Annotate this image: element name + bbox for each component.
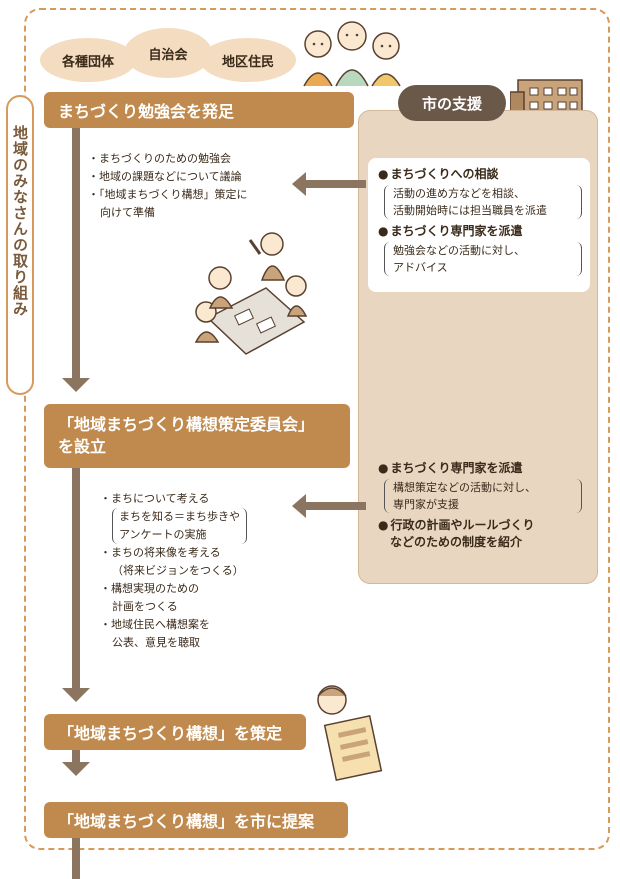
bubble-groups-label: 各種団体 (61, 54, 114, 70)
residents-efforts-label: 地域のみなさんの取り組み (6, 95, 34, 395)
support-heading: まちづくり専門家を派遣 (378, 223, 582, 240)
support-detail-line: 活動開始時には担当職員を派遣 (393, 204, 547, 217)
activity-item-continued: 向けて準備 (100, 206, 155, 219)
support-arrow-head-1 (292, 172, 306, 196)
study-group-activities: まちづくりのための勉強会 地域の課題などについて議論 「地域まちづくり構想」策定… (88, 150, 288, 222)
flow-arrow-1 (62, 378, 90, 392)
flow-line-3 (72, 750, 80, 764)
flow-line-2 (72, 468, 80, 690)
plan-holder-illustration (317, 685, 383, 782)
support-heading: 行政の計画やルールづくり (378, 517, 582, 534)
stage-committee-line2: を設立 (58, 437, 107, 456)
bubble-groups: 各種団体 (40, 38, 136, 82)
activity-sub-line: まちを知る＝まち歩きや (119, 510, 240, 523)
support-card-experts: まちづくり専門家を派遣 構想策定などの活動に対し、 専門家が支援 行政の計画やル… (368, 452, 590, 560)
activity-item: 地域の課題などについて議論 (88, 168, 288, 186)
bubble-residents-label: 地区住民 (221, 54, 274, 70)
activity-item: 「地域まちづくり構想」策定に (88, 186, 288, 204)
dashed-frame (24, 8, 610, 850)
support-card-consultation: まちづくりへの相談 活動の進め方などを相談、 活動開始時には担当職員を派遣 まち… (368, 158, 590, 292)
bubble-assoc-label: 自治会 (148, 47, 188, 63)
activity-item: まちについて考える (100, 490, 320, 508)
support-detail-line: 勉強会などの活動に対し、 (393, 244, 525, 257)
bubble-neighborhood-assoc: 自治会 (124, 28, 212, 78)
stage-committee: 「地域まちづくり構想策定委員会」 を設立 (44, 404, 350, 468)
flow-arrow-3 (62, 762, 90, 776)
city-support-tag: 市の支援 (398, 85, 506, 121)
stage-study-group: まちづくり勉強会を発足 (44, 92, 354, 128)
activity-sub-detail: まちを知る＝まち歩きや アンケートの実施 (112, 508, 247, 544)
activity-item: 構想実現のための (100, 580, 320, 598)
residents-illustration (303, 21, 401, 87)
flow-line-1 (72, 128, 80, 380)
support-detail-line: 構想策定などの活動に対し、 (393, 481, 536, 494)
activity-sub-line: アンケートの実施 (119, 528, 207, 541)
stage-propose-label: 「地域まちづくり構想」を市に提案 (58, 812, 315, 831)
stage-committee-line1: 「地域まちづくり構想策定委員会」 (58, 415, 315, 434)
support-detail: 活動の進め方などを相談、 活動開始時には担当職員を派遣 (384, 185, 582, 219)
support-arrow-head-2 (292, 494, 306, 518)
flow-line-4 (72, 838, 80, 879)
meeting-illustration (194, 232, 308, 355)
support-detail: 構想策定などの活動に対し、 専門家が支援 (384, 479, 582, 513)
support-heading: まちづくりへの相談 (378, 166, 582, 183)
activity-item: まちづくりのための勉強会 (88, 150, 288, 168)
support-detail: 勉強会などの活動に対し、 アドバイス (384, 242, 582, 276)
committee-activities: まちについて考える まちを知る＝まち歩きや アンケートの実施 まちの将来像を考え… (100, 490, 320, 652)
support-detail-line: 活動の進め方などを相談、 (393, 187, 525, 200)
side-label-text: 地域のみなさんの取り組み (11, 125, 29, 317)
stage-study-group-label: まちづくり勉強会を発足 (58, 102, 235, 121)
support-arrow-1 (304, 180, 366, 188)
stage-propose-to-city: 「地域まちづくり構想」を市に提案 (44, 802, 348, 838)
bubble-residents: 地区住民 (200, 38, 296, 82)
stage-formulate-plan-label: 「地域まちづくり構想」を策定 (58, 724, 283, 743)
activity-item-continued: （将来ビジョンをつくる） (112, 564, 244, 577)
support-heading: まちづくり専門家を派遣 (378, 460, 582, 477)
support-detail-line: 専門家が支援 (393, 498, 459, 511)
activity-item: 地域住民へ構想案を (100, 616, 320, 634)
flow-arrow-2 (62, 688, 90, 702)
support-detail-line: アドバイス (393, 261, 448, 274)
stage-formulate-plan: 「地域まちづくり構想」を策定 (44, 714, 306, 750)
activity-item: まちの将来像を考える (100, 544, 320, 562)
support-heading-continued: などのための制度を紹介 (390, 535, 523, 549)
support-arrow-2 (304, 502, 366, 510)
activity-item-continued: 計画をつくる (112, 600, 178, 613)
activity-item-continued: 公表、意見を聴取 (112, 636, 200, 649)
city-support-title: 市の支援 (421, 94, 482, 113)
